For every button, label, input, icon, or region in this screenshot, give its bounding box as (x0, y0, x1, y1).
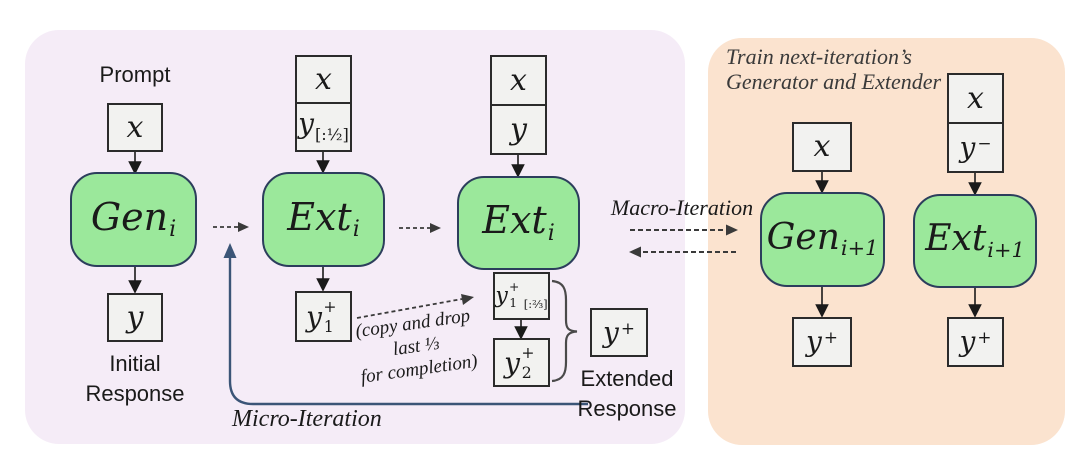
curly-brace (551, 279, 578, 383)
box-y1-plus: y+1 (295, 291, 352, 342)
box-gennext-x: x (792, 122, 852, 172)
initial-response-line2: Response (85, 381, 185, 406)
ext-next-label: Exti+1 (925, 218, 1025, 262)
dashed-arrows (213, 222, 738, 319)
extended-response-line2: Response (577, 396, 677, 421)
extended-response-line1: Extended (580, 366, 674, 391)
micro-loop-path (228, 250, 588, 406)
box-ext2-x: x (490, 55, 547, 106)
math-y: y (126, 299, 144, 335)
macro-arrowhead-right (726, 224, 738, 236)
math-y-half: y[:½] (298, 107, 349, 145)
dashed-arrowhead-gen-to-ext1 (238, 222, 249, 232)
box-gennext-y-plus: y+ (792, 317, 852, 367)
right-panel-title: Train next-iteration’s Generator and Ext… (726, 44, 966, 94)
box-prompt-x: x (107, 103, 163, 152)
micro-loop-arrowhead (223, 243, 237, 258)
arrowhead-extnext-to-y (968, 304, 982, 318)
macro-iteration-label: Macro-Iteration (610, 195, 754, 220)
arrowhead-gen-to-y (128, 280, 142, 294)
math-y-plus: y+ (959, 325, 992, 358)
arrowhead-x-to-gennext (815, 180, 829, 194)
ext-i-label: Exti (482, 198, 555, 246)
box-extnext-x: x (947, 73, 1004, 124)
box-extnext-y-plus: y+ (947, 317, 1004, 367)
arrowhead-y123-to-y2 (514, 326, 528, 340)
ext-i-label: Exti (287, 194, 360, 243)
macro-arrowhead-left (629, 246, 641, 258)
box-initial-y: y (107, 293, 163, 342)
initial-response-line1: Initial (109, 351, 161, 376)
arrowhead-yminus-to-extnext (968, 182, 982, 196)
micro-iteration-label: Micro-Iteration (232, 406, 382, 432)
node-gen-next: Geni+1 (760, 192, 885, 287)
box-y2-plus: y+2 (493, 338, 550, 387)
node-ext-next: Exti+1 (913, 194, 1037, 288)
node-ext-i-first: Exti (262, 172, 385, 267)
math-x: x (813, 129, 831, 164)
copy-note-arrow (356, 298, 463, 319)
solid-arrows (128, 152, 982, 340)
box-y1-plus-23: y+1[:⅔] (493, 272, 550, 320)
copy-note-arrowhead (461, 294, 474, 305)
math-y-minus: y− (959, 130, 992, 164)
box-ext1-x: x (295, 55, 352, 104)
box-extnext-y-minus: y− (947, 122, 1004, 173)
right-panel-title-line1: Train next-iteration’s (726, 44, 912, 69)
gen-i-label: Geni (90, 194, 177, 243)
micro-iteration-loop (223, 243, 588, 406)
arrowhead-gennext-to-y (815, 304, 829, 318)
node-gen-i: Geni (70, 172, 197, 267)
math-x: x (126, 109, 144, 145)
math-x: x (510, 62, 527, 98)
box-extended-y: y+ (590, 308, 648, 357)
math-y: y (510, 111, 527, 147)
prompt-label: Prompt (99, 62, 171, 87)
math-x: x (967, 80, 984, 116)
dashed-arrowhead-ext1-to-ext2 (430, 223, 441, 233)
box-ext1-y-half: y[:½] (295, 102, 352, 152)
math-y2-plus: y+2 (504, 342, 535, 382)
node-ext-i-second: Exti (457, 176, 580, 270)
math-y1-plus: y+1 (306, 296, 337, 336)
math-y1-plus-23: y+1[:⅔] (495, 280, 548, 312)
math-y-plus: y+ (603, 315, 635, 349)
math-x: x (315, 61, 332, 97)
right-panel-title-line2: Generator and Extender (726, 69, 942, 94)
arrowhead-yhalf-to-ext1 (316, 160, 330, 174)
arrowhead-x-to-gen (128, 161, 142, 175)
math-y-plus: y+ (806, 325, 838, 358)
arrowhead-y-to-ext2 (511, 164, 525, 178)
gen-next-label: Geni+1 (766, 216, 879, 261)
arrowhead-ext1-to-y1 (316, 278, 330, 292)
box-ext2-y: y (490, 104, 547, 155)
